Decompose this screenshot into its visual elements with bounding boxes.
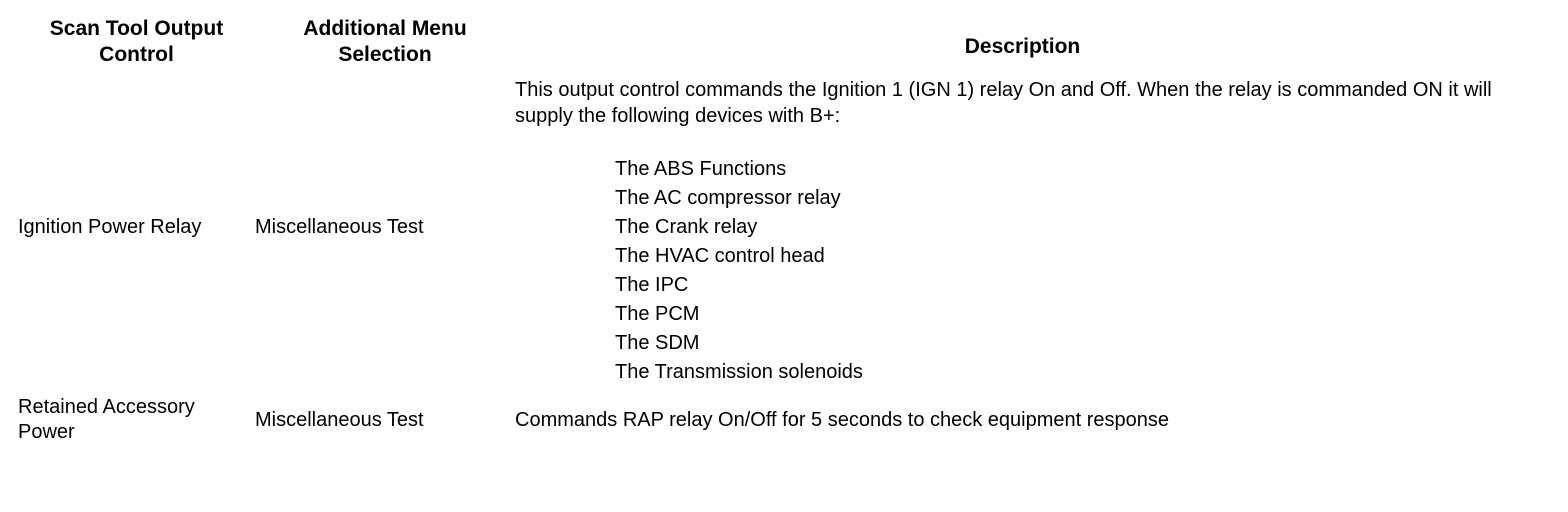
table-header: Scan Tool Output Control Additional Menu… (18, 16, 1530, 68)
device-list: The ABS Functions The AC compressor rela… (515, 155, 1530, 387)
cell-additional-menu-selection: Miscellaneous Test (255, 68, 515, 387)
list-item: The Crank relay (615, 216, 758, 238)
description-paragraph: Commands RAP relay On/Off for 5 seconds … (515, 409, 1170, 431)
column-header-line-2: Control (99, 43, 174, 66)
cell-scan-tool-output-control: Ignition Power Relay (18, 68, 255, 387)
list-item: The HVAC control head (615, 245, 825, 267)
list-item: The IPC (615, 274, 689, 296)
list-item: The SDM (615, 332, 700, 354)
description-paragraph: This output control commands the Ignitio… (515, 79, 1492, 127)
cell-description: This output control commands the Ignitio… (515, 68, 1530, 387)
list-item: The PCM (615, 303, 700, 325)
column-header-scan-tool-output-control: Scan Tool Output Control (18, 16, 255, 68)
column-header-line-2: Selection (338, 43, 432, 66)
column-header-additional-menu-selection: Additional Menu Selection (255, 16, 515, 68)
table-row: Retained Accessory Power Miscellaneous T… (18, 387, 1530, 453)
table-body: Ignition Power Relay Miscellaneous Test … (18, 68, 1530, 453)
cell-scan-tool-output-control: Retained Accessory Power (18, 387, 255, 453)
list-item: The Transmission solenoids (615, 361, 863, 383)
scan-tool-output-control-table: Scan Tool Output Control Additional Menu… (18, 16, 1530, 453)
table-row: Ignition Power Relay Miscellaneous Test … (18, 68, 1530, 387)
cell-additional-menu-selection: Miscellaneous Test (255, 387, 515, 453)
cell-description: Commands RAP relay On/Off for 5 seconds … (515, 387, 1530, 453)
column-header-description: Description (515, 16, 1530, 68)
column-header-line-1: Additional Menu (303, 17, 467, 40)
list-item: The ABS Functions (615, 158, 787, 180)
column-header-line-1: Scan Tool Output (49, 17, 224, 40)
list-item: The AC compressor relay (615, 187, 841, 209)
table-header-row: Scan Tool Output Control Additional Menu… (18, 16, 1530, 68)
column-header-line-1: Description (964, 35, 1081, 58)
